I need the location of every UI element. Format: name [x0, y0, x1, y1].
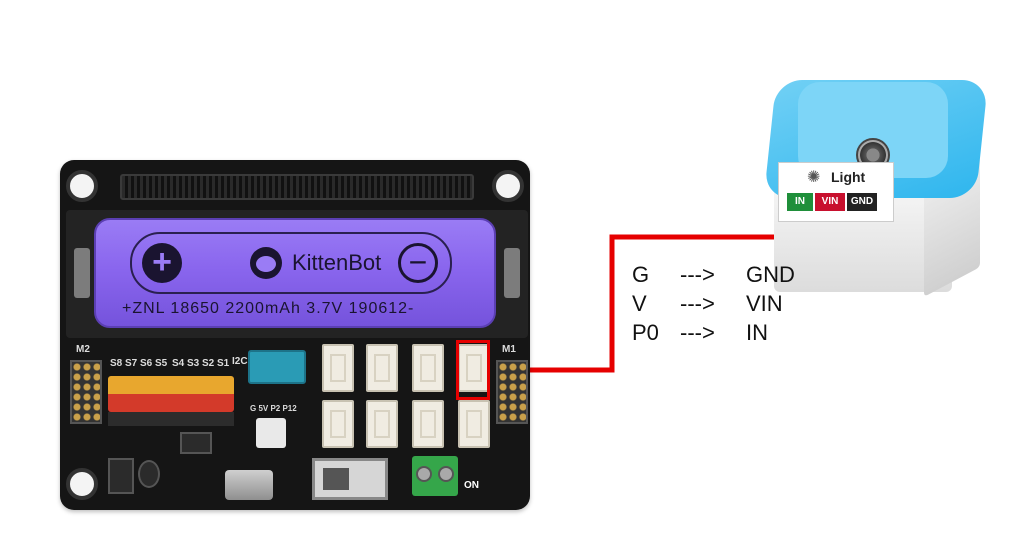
i2c-pin-labels: G 5V P2 P12: [250, 404, 297, 413]
tag-vin: VIN: [815, 193, 845, 211]
grove-port: [412, 344, 444, 392]
mapping-to: VIN: [746, 291, 783, 316]
module-name: Light: [831, 169, 866, 185]
battery-18650: + KittenBot − +ZNL 18650 2200mAh 3.7V 19…: [94, 218, 496, 328]
i2c-label: I2C: [232, 356, 248, 367]
inductor: [138, 460, 160, 488]
servo-label-s3: S3: [187, 358, 200, 369]
mount-hole: [492, 170, 524, 202]
grove-port: [322, 344, 354, 392]
mapping-arrow: --->: [680, 262, 715, 287]
mapping-to: IN: [746, 320, 768, 345]
micro-usb-port: [225, 470, 273, 500]
m2-header: [70, 360, 102, 424]
mapping-arrow: --->: [680, 320, 715, 345]
plus-icon: +: [142, 243, 182, 283]
highlight-box: [456, 340, 490, 400]
mapping-from: G: [632, 262, 650, 287]
battery-brand: KittenBot: [292, 250, 382, 275]
mount-hole: [66, 170, 98, 202]
grove-port: [366, 400, 398, 448]
power-switch[interactable]: [312, 458, 388, 500]
grove-port: [322, 400, 354, 448]
mapping-from: V: [632, 291, 647, 316]
grove-port-p0: [458, 344, 490, 392]
power-terminal: [412, 456, 458, 496]
servo-label-s1: S1: [217, 358, 230, 369]
grove-port: [366, 344, 398, 392]
grove-port: [412, 400, 444, 448]
m1-label: M1: [502, 344, 516, 355]
light-sensor-module: ✺ Light IN VIN GND: [763, 72, 989, 300]
servo-label-s6: S6: [140, 358, 153, 369]
on-label: ON: [464, 480, 479, 491]
servo-label-s2: S2: [202, 358, 215, 369]
module-label: ✺ Light IN VIN GND: [778, 162, 894, 222]
battery-spec: +ZNL 18650 2200mAh 3.7V 190612-: [122, 300, 415, 317]
servo-label-s4: S4: [172, 358, 185, 369]
servo-label-s7: S7: [125, 358, 138, 369]
robotbit-board: + KittenBot − +ZNL 18650 2200mAh 3.7V 19…: [60, 160, 530, 510]
rgb-led: [256, 418, 286, 448]
chip: [180, 432, 212, 454]
mapping-arrow: --->: [680, 291, 715, 316]
kittenbot-logo-icon: [250, 247, 282, 279]
i2c-port: [248, 350, 306, 384]
tag-gnd: GND: [847, 193, 877, 211]
tag-in: IN: [787, 193, 813, 211]
m1-header: [496, 360, 528, 424]
mount-hole: [66, 468, 98, 500]
m2-label: M2: [76, 344, 90, 355]
grove-port: [458, 400, 490, 448]
servo-label-s5: S5: [155, 358, 168, 369]
servo-pin-header: [108, 376, 234, 412]
sun-icon: ✺: [807, 169, 821, 186]
servo-label-s8: S8: [110, 358, 123, 369]
microbit-edge-connector: [120, 174, 474, 200]
chip: [108, 458, 134, 494]
servo-ground-row: [108, 412, 234, 426]
minus-icon: −: [398, 243, 438, 283]
mapping-from: P0: [632, 320, 659, 345]
mapping-to: GND: [746, 262, 795, 287]
battery-label-frame: + KittenBot −: [130, 232, 452, 294]
